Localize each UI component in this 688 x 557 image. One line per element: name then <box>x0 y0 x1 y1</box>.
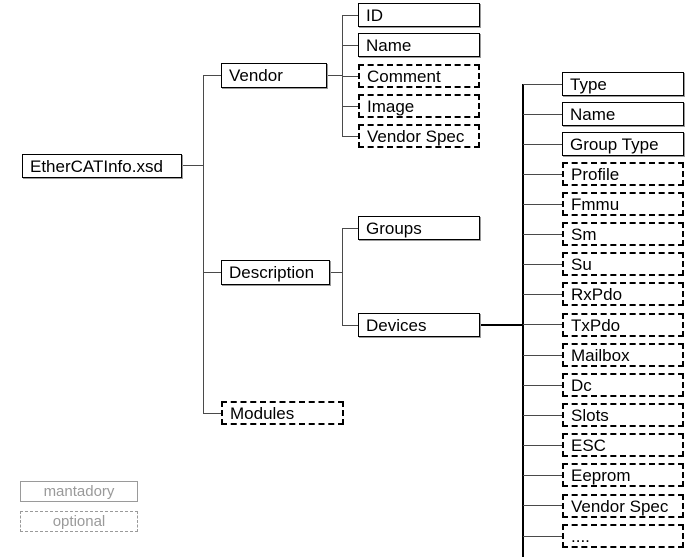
edge-devices-to-slots <box>523 415 563 416</box>
edge-devices-to-fmmu <box>523 204 563 205</box>
node-label: Su <box>571 254 592 274</box>
node-label: Image <box>367 96 415 116</box>
edge-description-to-devices <box>342 325 359 326</box>
edge-devices-to-rxpdo <box>523 294 563 295</box>
node-label: TxPdo <box>571 315 621 335</box>
node-device-su[interactable]: Su <box>562 252 684 276</box>
edge-devices-to-name <box>523 114 563 115</box>
edge-root-to-modules <box>203 413 222 414</box>
node-label: Profile <box>571 164 620 184</box>
edge-vendor-to-name <box>342 45 359 46</box>
legend-optional-label: optional <box>52 513 106 530</box>
node-label: Vendor Spec <box>571 496 669 516</box>
node-label: Vendor <box>229 66 283 85</box>
node-vendor[interactable]: Vendor <box>221 63 327 88</box>
node-label: Name <box>570 104 616 124</box>
node-device-group-type[interactable]: Group Type <box>562 132 684 156</box>
node-label: Groups <box>366 218 422 238</box>
edge-root-to-vendor <box>203 75 222 76</box>
node-vendor-id[interactable]: ID <box>358 3 480 27</box>
node-label: Description <box>229 263 315 282</box>
edge-vendor-to-comment <box>342 76 359 77</box>
edge-vendor-stub <box>327 75 343 76</box>
node-label: Name <box>366 35 412 55</box>
edge-devices-to-txpdo <box>523 324 563 325</box>
node-device-sm[interactable]: Sm <box>562 222 684 246</box>
node-device-ellipsis[interactable]: .... <box>562 524 684 548</box>
node-device-mailbox[interactable]: Mailbox <box>562 343 684 367</box>
node-label: ID <box>366 5 383 25</box>
legend-mandatory: mantadory <box>20 481 138 502</box>
node-device-slots[interactable]: Slots <box>562 403 684 427</box>
edge-devices-to-ellipsis <box>523 536 563 537</box>
node-label: RxPdo <box>571 284 623 304</box>
node-label: Fmmu <box>571 194 620 214</box>
legend-optional: optional <box>20 511 138 532</box>
edge-devices-to-profile <box>523 174 563 175</box>
node-label: .... <box>571 526 590 546</box>
node-etherCATInfo-xsd[interactable]: EtherCATInfo.xsd <box>22 154 182 178</box>
edge-devices-to-group-type <box>523 144 563 145</box>
edge-devices-to-eeprom <box>523 475 563 476</box>
node-vendor-comment[interactable]: Comment <box>358 64 480 88</box>
edge-devices-to-su <box>523 264 563 265</box>
edge-devices-to-esc <box>523 445 563 446</box>
node-device-profile[interactable]: Profile <box>562 162 684 186</box>
node-label: Mailbox <box>571 345 630 365</box>
node-device-rxpdo[interactable]: RxPdo <box>562 282 684 306</box>
edge-devices-to-type <box>523 84 563 85</box>
node-label: Devices <box>366 315 427 335</box>
node-label: Eeprom <box>571 465 631 485</box>
node-label: Sm <box>571 224 597 244</box>
node-groups[interactable]: Groups <box>358 216 480 240</box>
node-device-dc[interactable]: Dc <box>562 373 684 397</box>
node-label: Group Type <box>570 134 659 154</box>
node-device-eeprom[interactable]: Eeprom <box>562 463 684 487</box>
node-label: Dc <box>571 375 592 395</box>
node-label: EtherCATInfo.xsd <box>30 156 163 176</box>
edge-devices-trunk <box>522 84 524 557</box>
edge-vendor-to-vendorspec <box>342 136 359 137</box>
edge-root-trunk <box>203 75 204 414</box>
node-description[interactable]: Description <box>221 260 330 285</box>
node-modules[interactable]: Modules <box>221 401 344 425</box>
node-label: ESC <box>571 435 606 455</box>
node-vendor-image[interactable]: Image <box>358 94 480 118</box>
node-label: Type <box>570 74 607 94</box>
edge-root-stub <box>182 165 204 166</box>
edge-description-stub <box>330 272 343 273</box>
node-device-name[interactable]: Name <box>562 102 684 126</box>
edge-description-to-groups <box>342 228 359 229</box>
edge-devices-stub <box>480 324 524 326</box>
node-label: Slots <box>571 405 609 425</box>
edge-vendor-to-id <box>342 15 359 16</box>
legend-mandatory-label: mantadory <box>43 483 115 500</box>
node-device-txpdo[interactable]: TxPdo <box>562 313 684 337</box>
edge-vendor-to-image <box>342 106 359 107</box>
node-label: Comment <box>367 66 441 86</box>
node-label: Vendor Spec <box>367 126 465 146</box>
edge-devices-to-mailbox <box>523 355 563 356</box>
node-vendor-vendor-spec[interactable]: Vendor Spec <box>358 124 480 148</box>
edge-devices-to-dc <box>523 385 563 386</box>
node-device-fmmu[interactable]: Fmmu <box>562 192 684 216</box>
node-device-vendor-spec[interactable]: Vendor Spec <box>562 494 684 518</box>
node-label: Modules <box>230 403 295 423</box>
edge-root-to-description <box>203 272 222 273</box>
edge-description-trunk <box>342 228 343 326</box>
node-device-type[interactable]: Type <box>562 72 684 96</box>
edge-devices-to-sm <box>523 234 563 235</box>
edge-devices-to-vendorspec <box>523 505 563 506</box>
node-device-esc[interactable]: ESC <box>562 433 684 457</box>
node-vendor-name[interactable]: Name <box>358 33 480 57</box>
node-devices[interactable]: Devices <box>358 313 480 337</box>
